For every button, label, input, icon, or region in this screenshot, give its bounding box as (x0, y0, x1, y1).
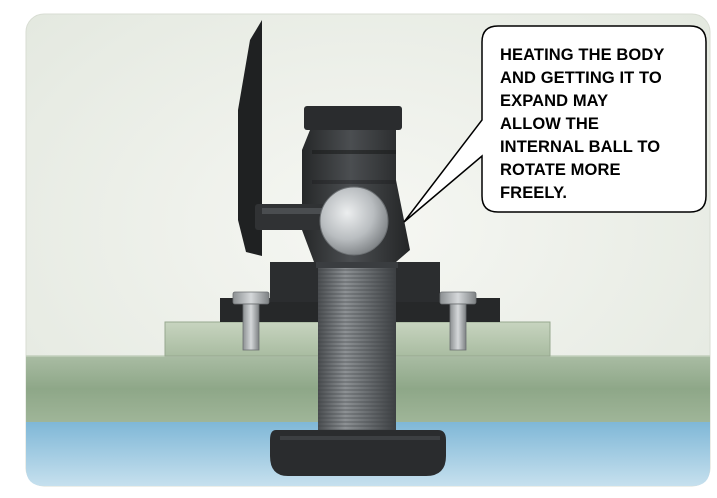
callout-line: FREELY. (500, 184, 568, 202)
internal-ball (319, 186, 389, 256)
callout-text: HEATING THE BODY AND GETTING IT TO EXPAN… (482, 26, 706, 212)
bolt-left (232, 291, 270, 351)
callout-line: EXPAND MAY (500, 92, 609, 110)
bolt-right (439, 291, 477, 351)
callout-line: AND GETTING IT TO (500, 69, 662, 87)
valve-handle (238, 20, 262, 256)
fitting-head (270, 430, 446, 476)
callout-line: HEATING THE BODY (500, 46, 665, 64)
callout-line: ROTATE MORE (500, 161, 621, 179)
callout-line: INTERNAL BALL TO (500, 138, 661, 156)
callout-bubble (403, 25, 707, 223)
valve-top-cap (304, 106, 402, 130)
callout-line: ALLOW THE (500, 115, 599, 133)
